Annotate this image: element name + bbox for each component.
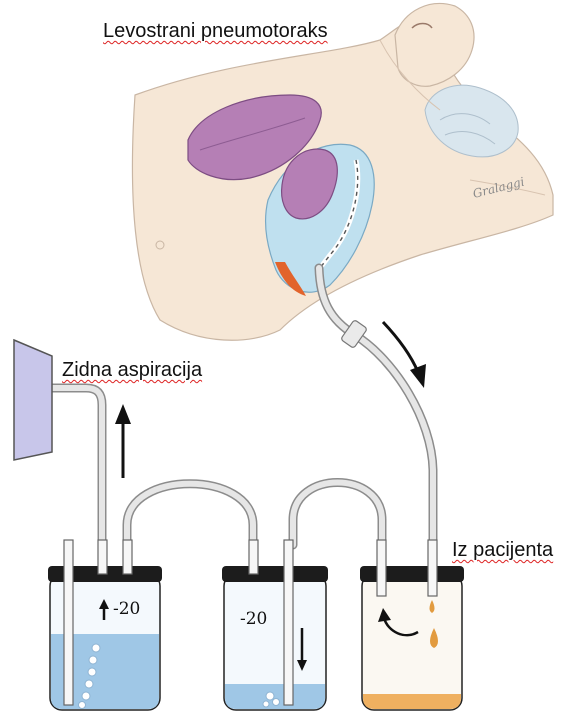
water-seal-bottle: -20 (222, 540, 328, 710)
flow-arrows (115, 322, 426, 478)
diagram-title: Levostrani pneumotoraks (103, 21, 328, 41)
collection-fluid (363, 694, 461, 709)
water-seal-pressure: -20 (240, 609, 267, 629)
patient-head (395, 4, 474, 87)
suction-control-pressure: -20 (113, 599, 140, 619)
collection-bottle (360, 540, 464, 710)
wall-suction-plate (14, 340, 52, 460)
patient-illustration: Gralaggi (132, 4, 553, 341)
suction-control-bottle: -20 (48, 540, 162, 710)
wall-suction-label: Zidna aspiracija (62, 360, 202, 380)
collection-cap (360, 566, 464, 582)
from-patient-label: Iz pacijenta (452, 540, 553, 560)
water-seal-cap (222, 566, 328, 582)
